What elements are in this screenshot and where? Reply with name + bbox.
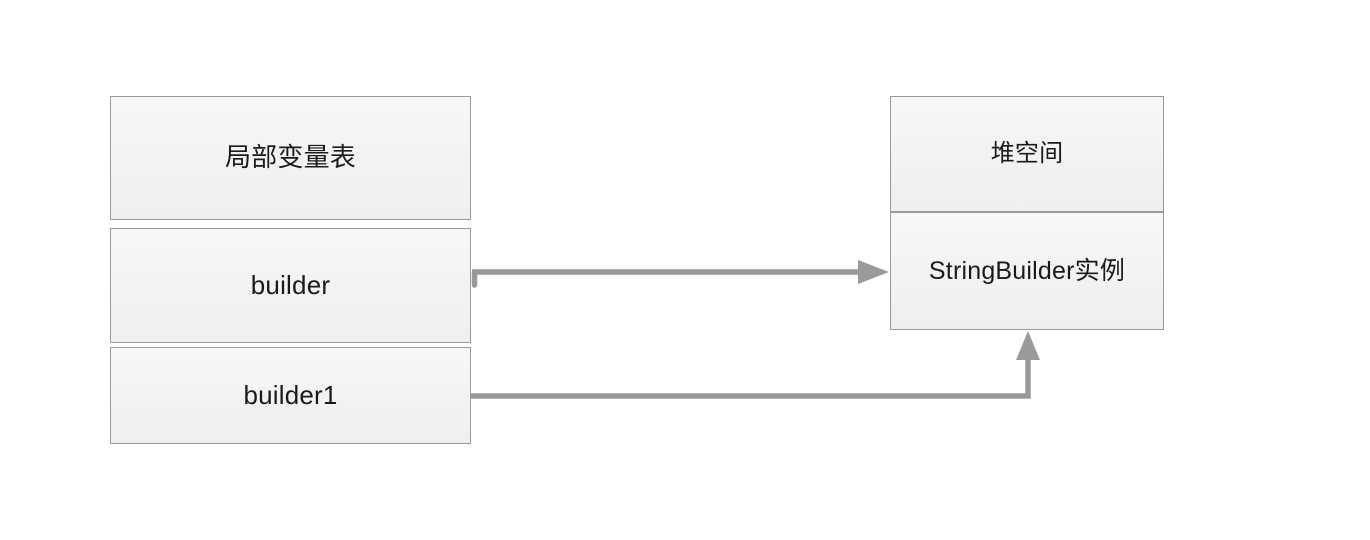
local-variable-slot-builder1-label: builder1 [243,379,338,410]
stringbuilder-instance-box: StringBuilder实例 [890,212,1164,330]
local-variable-table-label: 局部变量表 [224,142,356,173]
local-variable-slot-builder1: builder1 [110,347,471,444]
heap-space-box: 堆空间 [890,96,1164,212]
arrowhead-up-icon [1016,331,1040,360]
connector-builder1-to-instance-arrow [471,331,1040,399]
arrowhead-right-icon [858,260,889,284]
heap-space-label: 堆空间 [990,140,1064,168]
stringbuilder-instance-label: StringBuilder实例 [928,256,1126,285]
local-variable-slot-builder-label: builder [250,269,331,300]
local-variable-table-box: 局部变量表 [110,96,471,220]
local-variable-slot-builder: builder [110,228,471,343]
connector-builder-to-instance-arrow [471,260,889,288]
